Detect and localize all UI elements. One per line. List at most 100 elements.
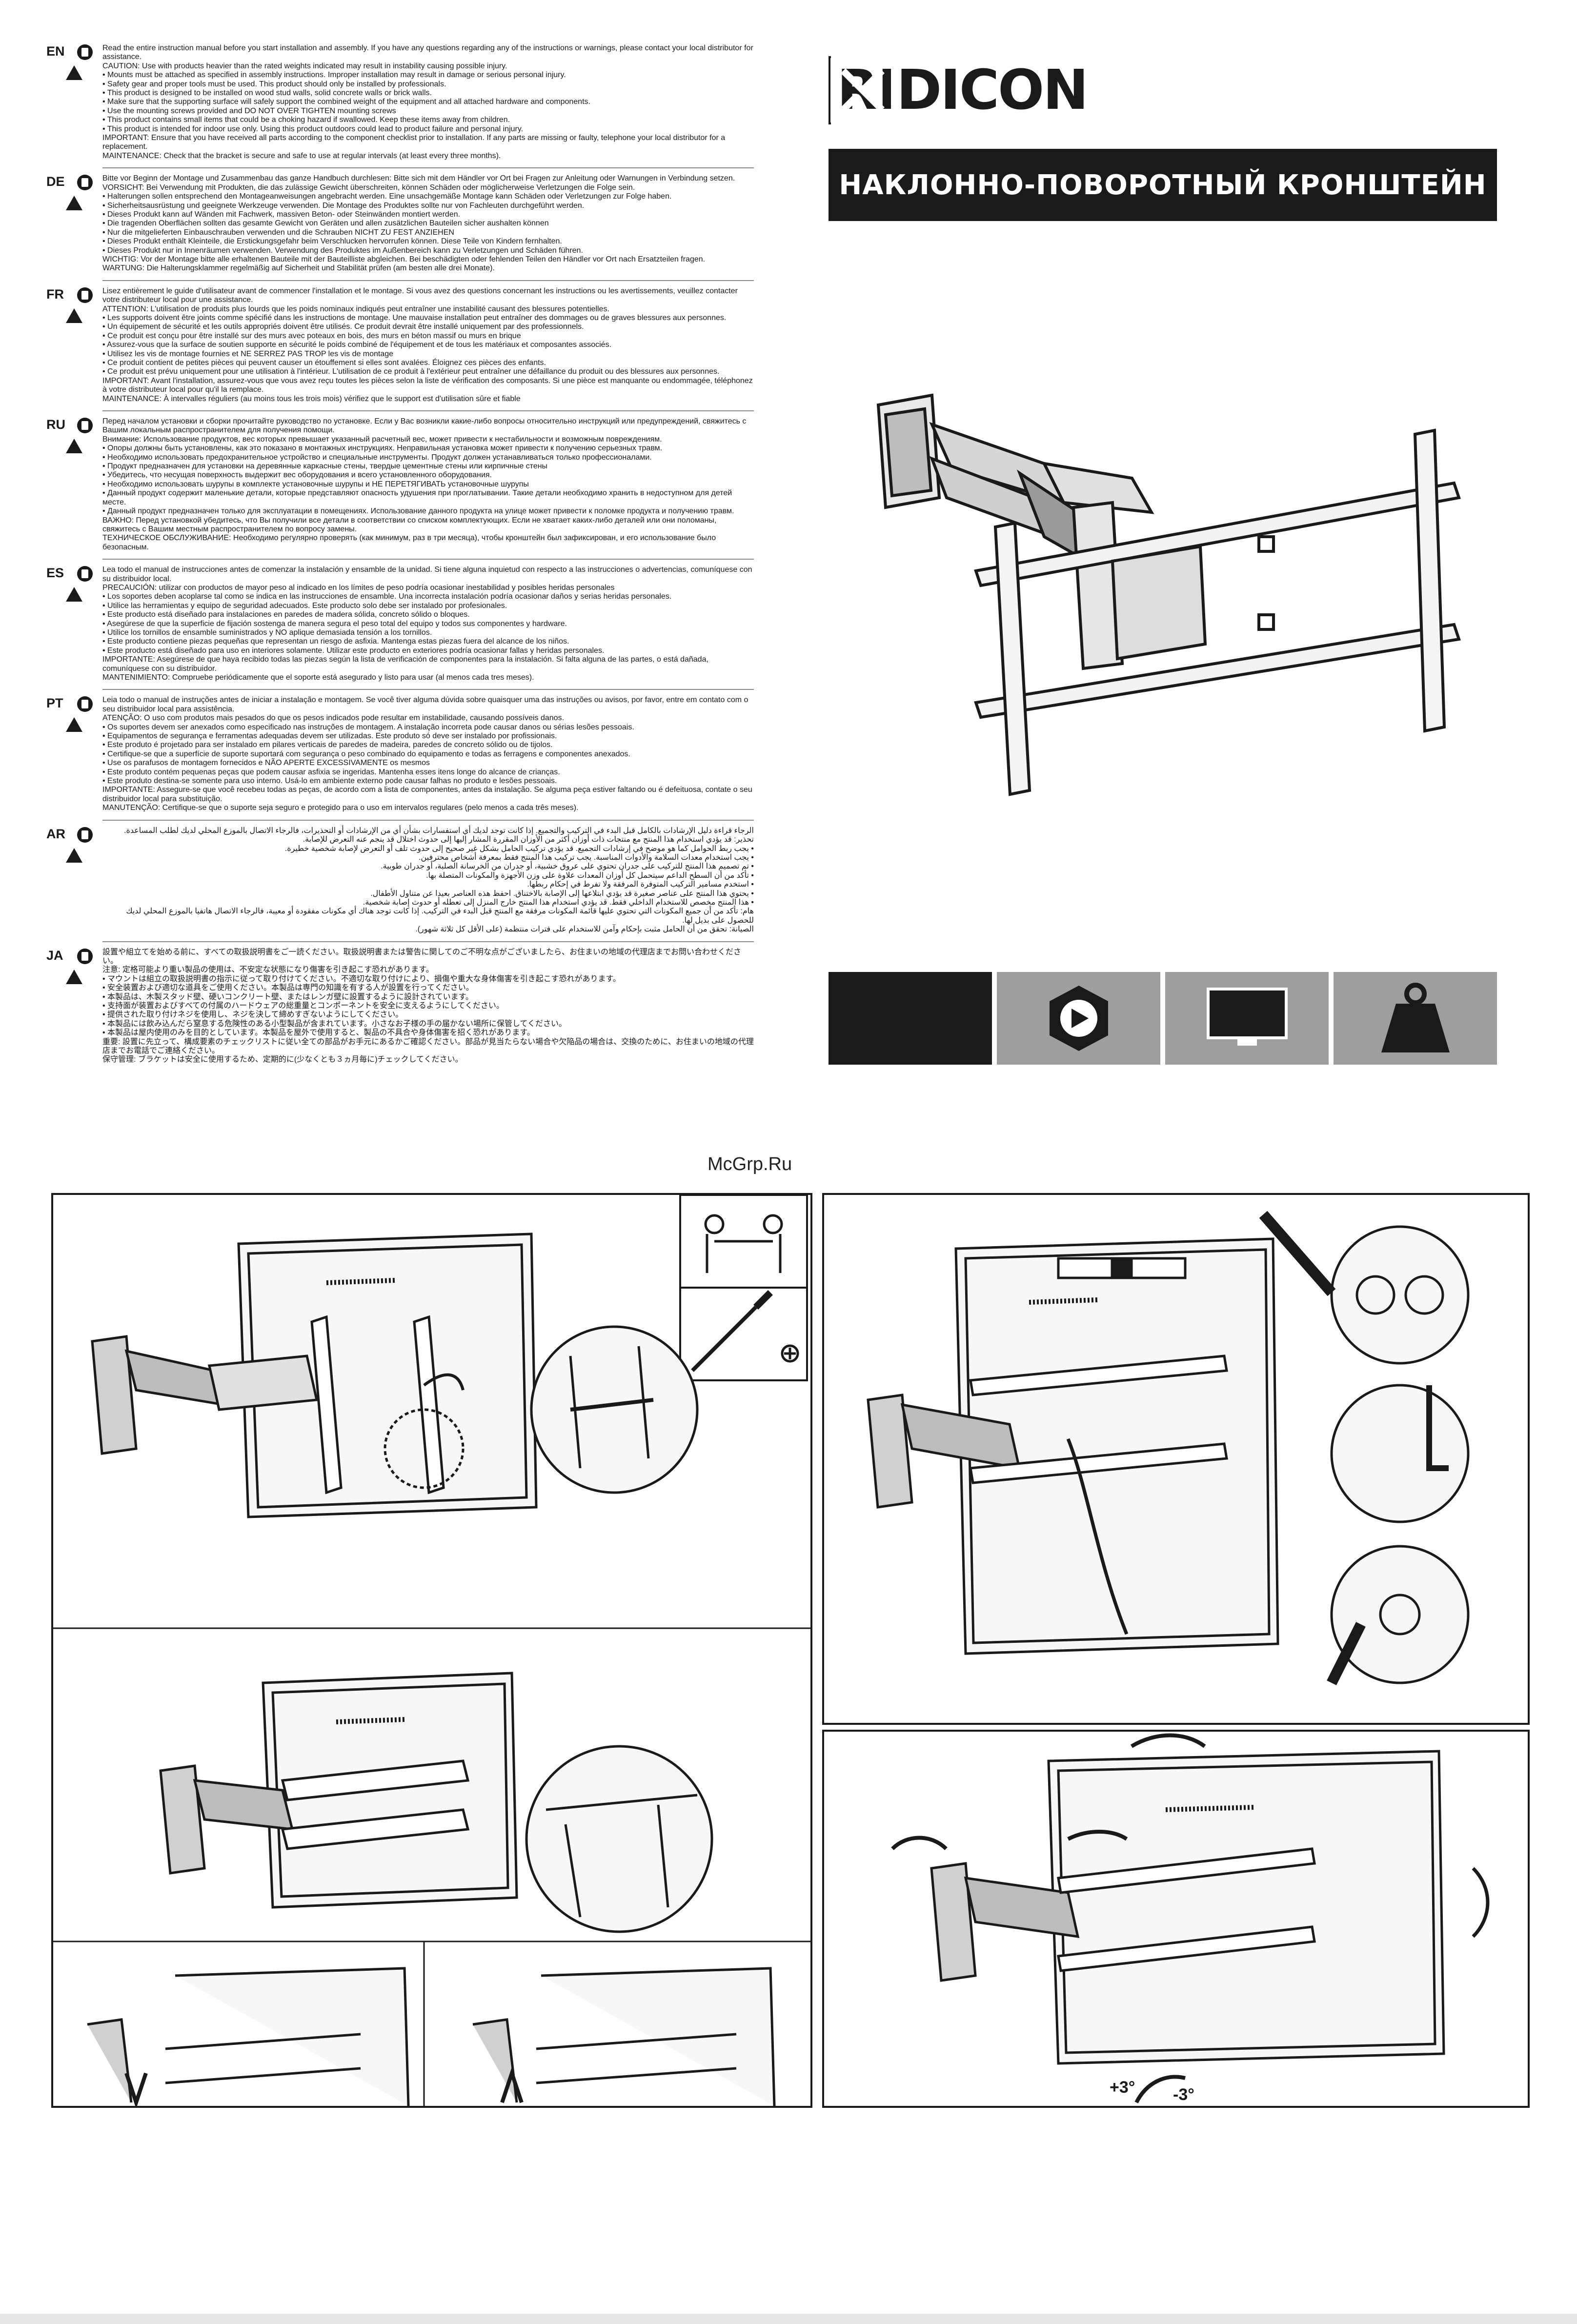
instruction-line: • Equipamentos de segurança e ferramenta… — [102, 732, 557, 741]
instruction-line: • Убедитесь, что несущая поверхность выд… — [102, 471, 492, 480]
lang-text: Read the entire instruction manual befor… — [102, 44, 754, 161]
section-divider — [102, 559, 754, 560]
read-manual-icon — [77, 44, 93, 60]
instruction-line: • Dieses Produkt kann auf Wänden mit Fac… — [102, 210, 461, 219]
lang-code: RU — [46, 417, 65, 432]
instruction-line: • Use os parafusos de montagem fornecido… — [102, 759, 430, 768]
instruction-line: ТЕХНИЧЕСКОЕ ОБСЛУЖИВАНИЕ: Необходимо рег… — [102, 534, 716, 551]
lang-block-ar: AR الرجاء قراءة دليل الإرشادات بالكامل قب… — [46, 827, 754, 934]
instruction-line: • Dieses Produkt nur in Innenräumen verw… — [102, 246, 583, 255]
instruction-line: • Ce produit est conçu pour être install… — [102, 331, 521, 340]
instruction-line: • 安全装置および適切な道具をご使用ください。本製品は専門の知識を有する人が設置… — [102, 984, 474, 992]
lang-code: DE — [46, 174, 65, 189]
instruction-line: Внимание: Использование продуктов, вес к… — [102, 435, 662, 444]
lang-text: Leia todo o manual de instruções antes d… — [102, 696, 754, 812]
instruction-line: • 提供された取り付けネジを使用し、ネジを決して締めすぎないようにしてください。 — [102, 1010, 404, 1019]
instruction-line: الصيانة: تحقق من أن الحامل مثبت بإحكام و… — [415, 925, 754, 934]
tilt-swivel-icon — [1049, 986, 1108, 1051]
warning-icon — [66, 196, 82, 211]
instruction-line: • This product is intended for indoor us… — [102, 124, 524, 133]
instruction-line: MAINTENANCE: À intervalles réguliers (au… — [102, 394, 521, 403]
lang-block-fr: FR Lisez entièrement le guide d'utilisate… — [46, 287, 754, 404]
warning-icon — [66, 439, 82, 454]
instruction-line: • Halterungen sollen entsprechend den Mo… — [102, 192, 672, 201]
spec-cell-blank — [829, 972, 992, 1065]
instruction-line: Перед началом установки и сборки прочита… — [102, 417, 747, 435]
instruction-line: • Utilice los tornillos de ensamble sumi… — [102, 628, 432, 637]
section-divider — [102, 941, 754, 942]
read-manual-icon — [77, 175, 93, 191]
instruction-line: • Nur die mitgelieferten Einbauschrauben… — [102, 228, 454, 237]
instruction-line: • Asegúrese de que la superficie de fija… — [102, 619, 567, 628]
ridicon-logo-icon — [829, 56, 895, 124]
instruction-line: Bitte vor Beginn der Montage und Zusamme… — [102, 174, 735, 183]
tv-screen-icon — [1206, 988, 1288, 1046]
lang-text: Bitte vor Beginn der Montage und Zusamme… — [102, 174, 754, 273]
instruction-line: • Este producto contiene piezas pequeñas… — [102, 637, 569, 646]
read-manual-icon — [77, 827, 93, 843]
instruction-line: • Die tragenden Oberflächen sollten das … — [102, 219, 549, 228]
two-people-icon — [704, 1214, 783, 1273]
product-illustration — [859, 351, 1474, 815]
lang-code: ES — [46, 566, 64, 581]
lang-block-de: DE Bitte vor Beginn der Montage und Zusam… — [46, 174, 754, 273]
instruction-line: • Необходимо использовать предохранитель… — [102, 453, 652, 462]
instruction-line: • استخدم مسامير التركيب المتوفرة المرفقة… — [527, 880, 754, 889]
lang-text: Перед началом установки и сборки прочита… — [102, 417, 754, 552]
instruction-line: IMPORTANTE: Asegúrese de que haya recibi… — [102, 655, 708, 673]
instruction-line: • تم تصميم هذا المنتج للتركيب على جدران … — [381, 862, 754, 871]
instruction-line: MAINTENANCE: Check that the bracket is s… — [102, 151, 501, 160]
watermark: McGrp.Ru — [708, 1154, 792, 1174]
lang-text: Lea todo el manual de instrucciones ante… — [102, 566, 754, 682]
spec-cell-tilt — [997, 972, 1160, 1065]
instruction-line: • Los soportes deben acoplarse tal como … — [102, 592, 672, 601]
read-manual-icon — [77, 696, 93, 712]
instruction-line: • Este producto está diseñado para uso e… — [102, 646, 605, 655]
tilt-minus-label: -3° — [1173, 2085, 1194, 2104]
instruction-line: • This product contains small items that… — [102, 116, 510, 124]
product-title-bar: НАКЛОННО-ПОВОРОТНЫЙ КРОНШТЕЙН — [829, 149, 1497, 221]
instruction-line: • Este produto destina-se somente para u… — [102, 777, 557, 786]
instruction-line: • تأكد من أن السطح الداعم سيتحمل كل أوزا… — [426, 871, 754, 880]
instruction-line: • This product is designed to be install… — [102, 89, 432, 98]
instruction-line: Leia todo o manual de instruções antes d… — [102, 696, 748, 713]
instruction-line: • Mounts must be attached as specified i… — [102, 71, 566, 80]
instruction-line: • Este producto está diseñado para insta… — [102, 610, 470, 619]
instruction-line: IMPORTANT: Avant l'installation, assurez… — [102, 376, 753, 394]
lang-code: FR — [46, 286, 64, 302]
section-divider — [102, 280, 754, 281]
warning-icon — [66, 65, 82, 80]
instruction-line: • Certifique-se que a superfície de supo… — [102, 749, 630, 758]
lang-block-es: ES Lea todo el manual de instrucciones an… — [46, 566, 754, 682]
instruction-line: • Необходимо использовать шурупы в компл… — [102, 480, 529, 488]
warning-icon — [66, 717, 82, 732]
spec-icon-strip — [829, 972, 1497, 1065]
instruction-line: • Ce produit contient de petites pièces … — [102, 359, 546, 367]
instruction-line: • Assurez-vous que la surface de soutien… — [102, 341, 612, 349]
lang-code: AR — [46, 826, 65, 841]
instruction-line: Lisez entièrement le guide d'utilisateur… — [102, 286, 738, 304]
instruction-line: • 支持面が装置およびすべての付属のハードウェアの総重量とコンポーネントを安全に… — [102, 1002, 504, 1010]
instruction-line: • هذا المنتج مخصص للاستخدام الداخلي فقط.… — [363, 898, 754, 907]
instruction-line: ATENÇÃO: O uso com produtos mais pesados… — [102, 714, 565, 723]
instruction-line: IMPORTANTE: Assegure-se que você recebeu… — [102, 786, 752, 803]
instruction-line: • Un équipement de sécurité et les outil… — [102, 323, 584, 331]
instruction-line: • Make sure that the supporting surface … — [102, 98, 590, 106]
step-panel-1 — [51, 1193, 812, 2108]
instruction-line: • マウントは組立の取扱説明書の指示に従って取り付けてください。不適切な取り付け… — [102, 974, 621, 983]
instruction-line: ATTENTION: L'utilisation de produits plu… — [102, 304, 609, 313]
instruction-line: Read the entire instruction manual befor… — [102, 44, 753, 61]
instruction-line: 設置や組立てを始める前に、すべての取扱説明書をご一読ください。取扱説明書または警… — [102, 948, 741, 965]
instruction-line: • Dieses Produkt enthält Kleinteile, die… — [102, 237, 562, 246]
instruction-line: • يحتوي هذا المنتج على عناصر صغيرة قد يؤ… — [370, 889, 754, 898]
read-manual-icon — [77, 948, 93, 964]
lang-text: الرجاء قراءة دليل الإرشادات بالكامل قبل … — [102, 827, 754, 934]
read-manual-icon — [77, 418, 93, 434]
instruction-line: • 本製品は、木製スタッド壁、硬いコンクリート壁、またはレンガ壁に設置するように… — [102, 992, 473, 1001]
instruction-line: • Продукт предназначен для установки на … — [102, 462, 548, 471]
instruction-line: PRECAUCIÓN: utilizar con productos de ma… — [102, 583, 615, 592]
section-divider — [102, 819, 754, 821]
